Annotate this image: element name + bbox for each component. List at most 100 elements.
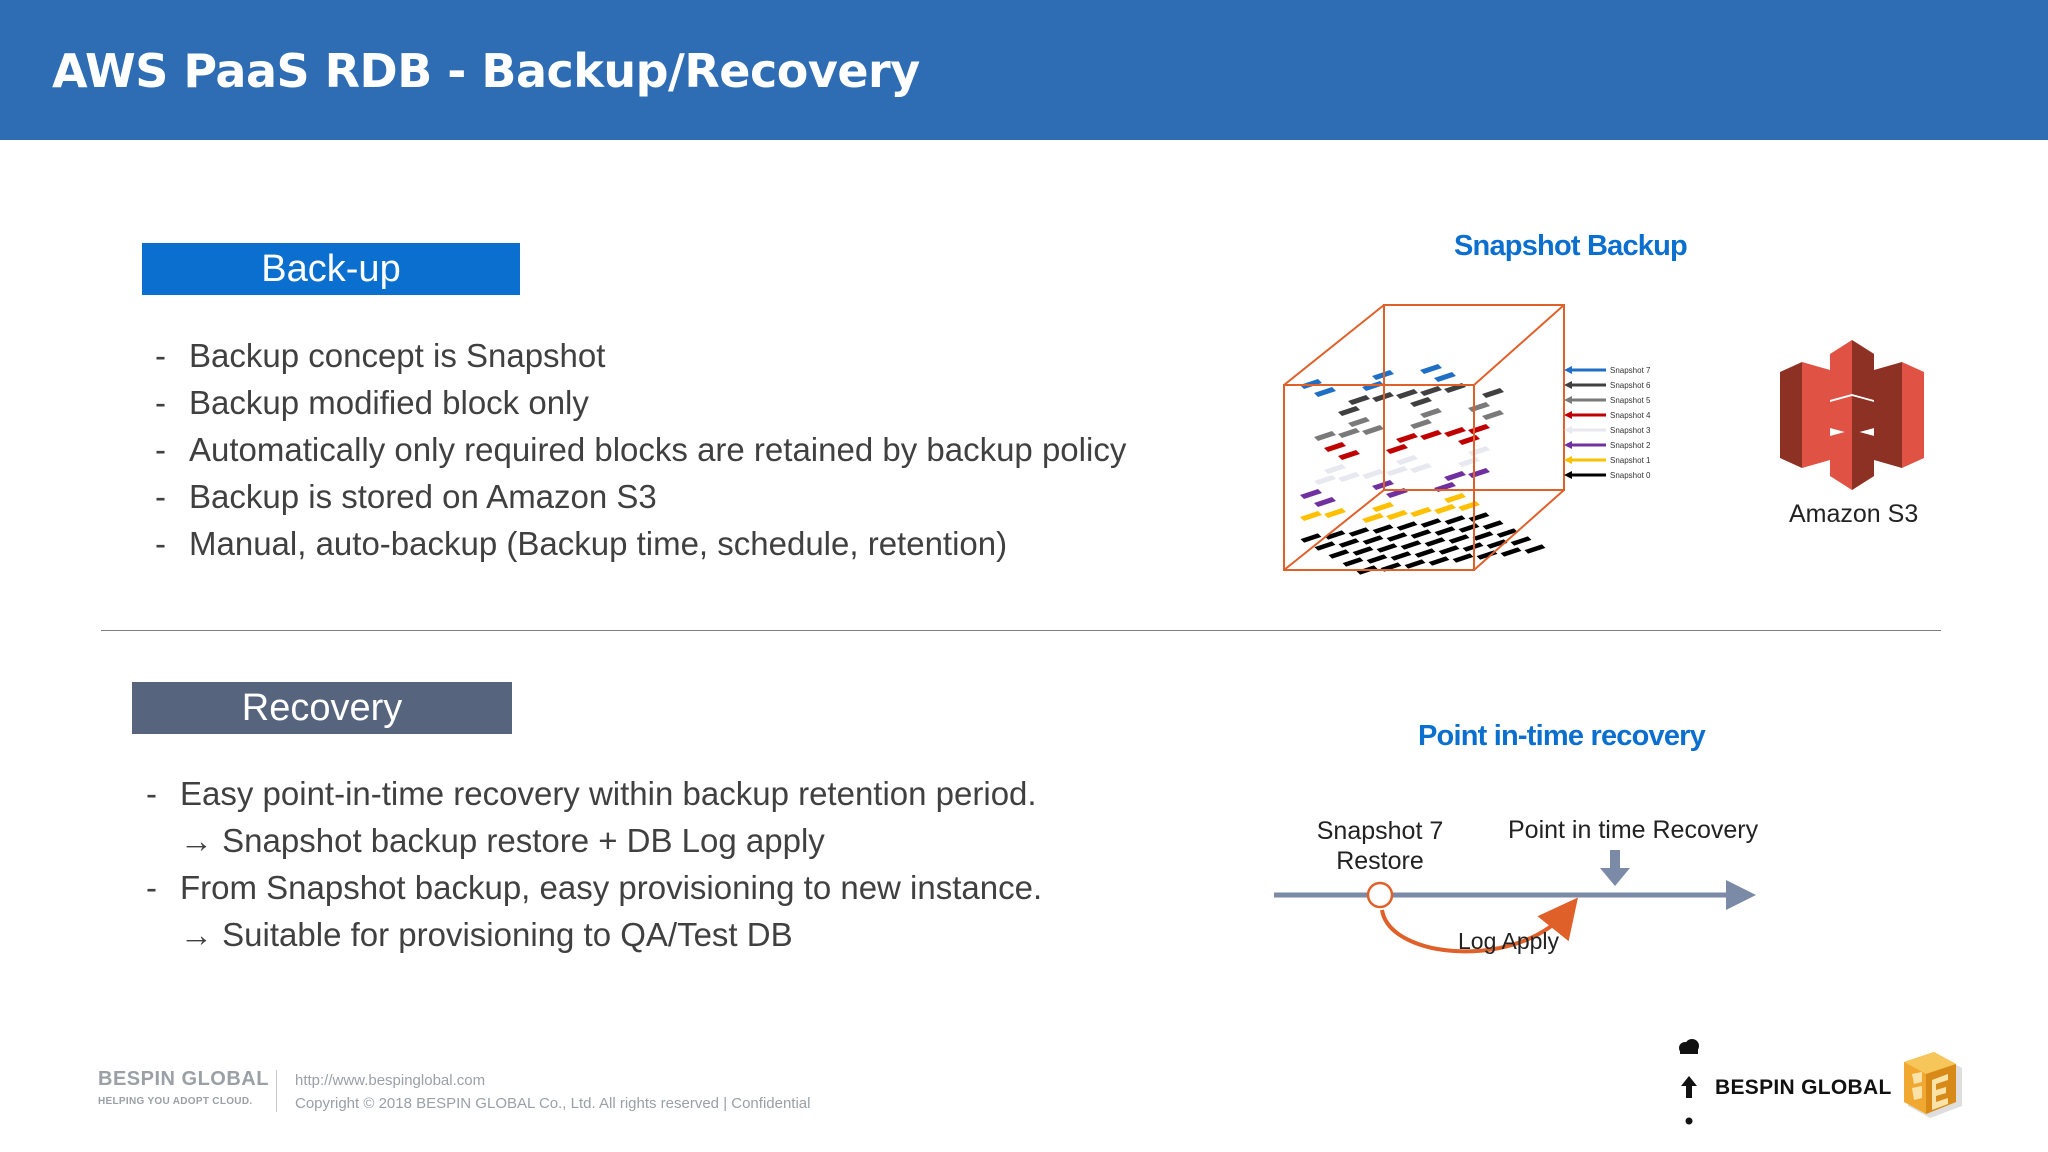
snapshot-block	[1327, 548, 1351, 560]
recovery-bullet: → Snapshot backup restore + DB Log apply	[180, 822, 825, 859]
snapshot-block	[1375, 542, 1399, 554]
snapshot-restore-label: Snapshot 7 Restore	[1316, 817, 1444, 875]
snapshot-block	[1458, 501, 1480, 511]
snapshot-legend-arrowhead	[1564, 396, 1572, 404]
snapshot-block	[1485, 538, 1509, 550]
snapshot-block	[1351, 545, 1375, 557]
snapshot-legend-arrowhead	[1564, 381, 1572, 389]
snapshot-legend-arrowhead	[1564, 426, 1572, 434]
amazon-s3-icon	[1780, 340, 1924, 490]
snapshot-block	[1324, 508, 1346, 518]
snapshot-block	[1347, 526, 1371, 538]
snapshot-legend-label: Snapshot 6	[1610, 381, 1651, 390]
snapshot-block	[1468, 424, 1490, 434]
snapshot-block	[1451, 552, 1475, 564]
snapshot-block	[1324, 442, 1346, 452]
snapshot-block	[1396, 389, 1418, 399]
snapshot-block	[1314, 475, 1336, 485]
backup-bullet-list: -Backup concept is Snapshot -Backup modi…	[155, 332, 1126, 567]
snapshot-block	[1420, 430, 1442, 440]
snapshot-block	[1386, 510, 1408, 520]
footer-separator	[276, 1070, 277, 1112]
snapshot-block	[1409, 528, 1433, 540]
snapshot-block	[1423, 536, 1447, 548]
snapshot-block	[1338, 450, 1360, 460]
snapshot-block	[1348, 395, 1370, 405]
snapshot-block	[1468, 446, 1490, 456]
snapshot-block	[1443, 514, 1467, 526]
footer-url[interactable]: http://www.bespinglobal.com	[295, 1072, 486, 1089]
snapshot-block	[1338, 428, 1360, 438]
snapshot-block	[1371, 523, 1395, 535]
snapshot-block	[1365, 553, 1389, 565]
snapshot-legend-arrowhead	[1564, 366, 1572, 374]
snapshot-legend-label: Snapshot 2	[1610, 441, 1651, 450]
snapshot-block	[1499, 546, 1523, 558]
snapshot-block	[1341, 556, 1365, 568]
pitr-label: Point in time Recovery	[1508, 816, 1759, 844]
snapshot-block	[1481, 519, 1505, 531]
snapshot-block	[1420, 408, 1442, 418]
snapshot-block	[1410, 397, 1432, 407]
snapshot-block	[1420, 364, 1442, 374]
snapshot-block	[1437, 544, 1461, 556]
snapshot-block	[1410, 463, 1432, 473]
snapshot-block	[1447, 533, 1471, 545]
snapshot-block	[1348, 417, 1370, 427]
snapshot-block	[1300, 511, 1322, 521]
snapshot-block	[1413, 547, 1437, 559]
snapshot-block	[1395, 520, 1419, 532]
snapshot-block	[1444, 493, 1466, 503]
snapshot-block	[1362, 469, 1384, 479]
snapshot-backup-title: Snapshot Backup	[1454, 230, 1688, 262]
snapshot-block	[1299, 532, 1323, 544]
snapshot-legend-label: Snapshot 7	[1610, 366, 1651, 375]
footer-tagline: HELPING YOU ADOPT CLOUD.	[98, 1096, 253, 1107]
snapshot-restore-point	[1366, 881, 1394, 909]
snapshot-legend-arrowhead	[1564, 456, 1572, 464]
recovery-bullet: -Easy point-in-time recovery within back…	[146, 775, 1037, 812]
snapshot-block	[1419, 517, 1443, 529]
snapshot-block	[1468, 468, 1490, 478]
recovery-bullet: -From Snapshot backup, easy provisioning…	[146, 869, 1043, 906]
backup-section-label: Back-up	[142, 243, 520, 295]
snapshot-block	[1420, 386, 1442, 396]
snapshot-block	[1434, 372, 1456, 382]
footer-copyright: Copyright © 2018 BESPIN GLOBAL Co., Ltd.…	[295, 1095, 811, 1112]
snapshot-block	[1444, 427, 1466, 437]
snapshot-block	[1399, 539, 1423, 551]
snapshot-block	[1362, 513, 1384, 523]
snapshot-block	[1523, 543, 1547, 555]
snapshot-block	[1396, 455, 1418, 465]
snapshot-block	[1323, 529, 1347, 541]
backup-bullet: -Automatically only required blocks are …	[155, 431, 1127, 468]
snapshot-block	[1314, 387, 1336, 397]
bespin-cloud-icon	[1679, 1039, 1699, 1125]
pitr-marker-icon	[1600, 850, 1630, 886]
snapshot-block	[1467, 511, 1491, 523]
footer-brand: BESPIN GLOBAL	[98, 1068, 269, 1090]
snapshot-block	[1338, 472, 1360, 482]
snapshot-block	[1444, 471, 1466, 481]
snapshot-legend-arrowhead	[1564, 441, 1572, 449]
footer-logo-text: BESPIN GLOBAL	[1715, 1076, 1892, 1099]
snapshot-block	[1458, 457, 1480, 467]
snapshot-block	[1396, 433, 1418, 443]
snapshot-block	[1482, 410, 1504, 420]
snapshot-block	[1482, 388, 1504, 398]
backup-bullet: -Backup concept is Snapshot	[155, 337, 606, 374]
snapshot-block	[1403, 558, 1427, 570]
backup-bullet: -Backup modified block only	[155, 384, 589, 421]
header-bar: AWS PaaS RDB - Backup/Recovery	[0, 0, 2048, 140]
snapshot-legend-label: Snapshot 5	[1610, 396, 1651, 405]
snapshot-block	[1362, 425, 1384, 435]
snapshot-block	[1385, 531, 1409, 543]
snapshot-block	[1433, 525, 1457, 537]
snapshot-block	[1434, 504, 1456, 514]
recovery-section-label: Recovery	[132, 682, 512, 734]
snapshot-legend-label: Snapshot 1	[1610, 456, 1651, 465]
snapshot-block	[1324, 464, 1346, 474]
snapshot-legend-label: Snapshot 3	[1610, 426, 1651, 435]
page-title: AWS PaaS RDB - Backup/Recovery	[52, 44, 920, 98]
snapshot-block	[1410, 419, 1432, 429]
